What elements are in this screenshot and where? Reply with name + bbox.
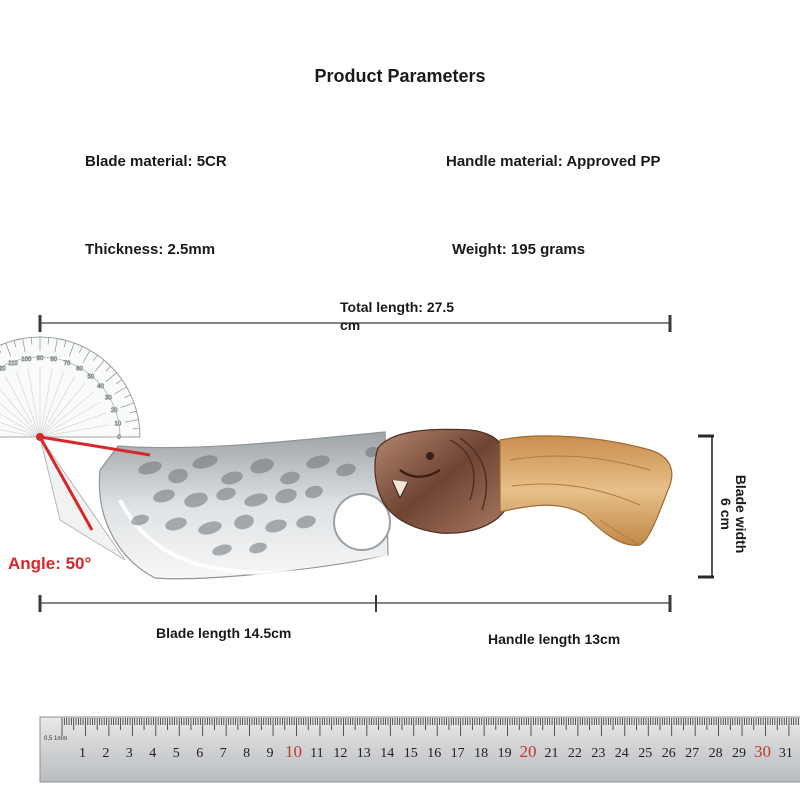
ruler-number: 31: [779, 746, 793, 761]
ruler-number: 30: [754, 742, 771, 761]
ruler-number: 11: [310, 746, 323, 761]
ruler-number: 24: [615, 746, 629, 761]
wood-handle: [499, 435, 673, 546]
ruler-number: 22: [568, 746, 582, 761]
protractor-scale-label: 0: [117, 435, 121, 441]
protractor-scale-label: 70: [64, 361, 71, 367]
protractor-scale-label: 50: [87, 375, 94, 381]
weight-label: Weight: 195 grams: [452, 241, 586, 258]
ruler-number: 21: [545, 746, 559, 761]
protractor-scale-label: 100: [21, 357, 32, 363]
protractor-scale-label: 110: [8, 361, 18, 367]
ruler-number: 7: [220, 746, 227, 761]
ruler-number: 27: [685, 746, 699, 761]
total-length-label: Total length: 27.5 cm: [340, 299, 455, 333]
ruler-unit-label: 0.5 1mm: [44, 736, 67, 742]
ruler-number: 17: [451, 746, 465, 761]
ruler-number: 16: [427, 746, 441, 761]
blade-length-label: Blade length 14.5cm: [156, 625, 292, 641]
ruler-number: 1: [79, 746, 86, 761]
blade-material-label: Blade material: 5CR: [85, 153, 227, 170]
angle-label: Angle: 50°: [8, 554, 92, 573]
protractor-scale-label: 90: [37, 356, 44, 362]
protractor-scale-label: 60: [76, 367, 83, 373]
protractor-scale-label: 120: [0, 367, 6, 373]
ruler-number: 23: [591, 746, 605, 761]
lion-head-bolster: [374, 428, 506, 534]
protractor-icon: 1201101009080706050403020100: [0, 336, 141, 561]
ruler-number: 28: [709, 746, 723, 761]
protractor-scale-label: 80: [50, 357, 57, 363]
angle-indicator: [36, 433, 151, 531]
ruler-number: 5: [173, 746, 180, 761]
ruler-number: 15: [404, 746, 418, 761]
ruler-number: 20: [520, 742, 537, 761]
thickness-label: Thickness: 2.5mm: [85, 241, 216, 258]
protractor-scale-label: 20: [111, 408, 118, 414]
ruler-number: 14: [380, 746, 394, 761]
page-title: Product Parameters: [314, 66, 486, 86]
handle-material-label: Handle material: Approved PP: [446, 153, 661, 170]
protractor-scale-label: 40: [97, 384, 104, 390]
handle-length-label: Handle length 13cm: [488, 631, 621, 647]
ruler-number: 6: [196, 746, 203, 761]
blade-hanging-hole: [333, 493, 391, 551]
ruler-number: 29: [732, 746, 746, 761]
protractor-scale-label: 30: [105, 396, 112, 402]
ruler-number: 26: [662, 746, 676, 761]
knife-blade: [98, 431, 391, 580]
ruler-number: 8: [243, 746, 250, 761]
ruler-number: 9: [267, 746, 274, 761]
ruler-number: 10: [285, 742, 302, 761]
ruler-number: 13: [357, 746, 371, 761]
ruler-number: 2: [102, 746, 109, 761]
protractor-scale-label: 10: [114, 421, 121, 427]
total-length-dimension-line: [38, 315, 672, 332]
ruler-number: 25: [638, 746, 652, 761]
ruler-number: 19: [498, 746, 512, 761]
ruler-number: 3: [126, 746, 133, 761]
ruler-number: 18: [474, 746, 488, 761]
ruler-number: 12: [333, 746, 347, 761]
blade-handle-dimension-line: [38, 595, 672, 612]
blade-width-dimension-line: [698, 434, 714, 579]
ruler-number: 4: [149, 746, 156, 761]
blade-width-label: Blade width 6 cm: [718, 474, 749, 554]
